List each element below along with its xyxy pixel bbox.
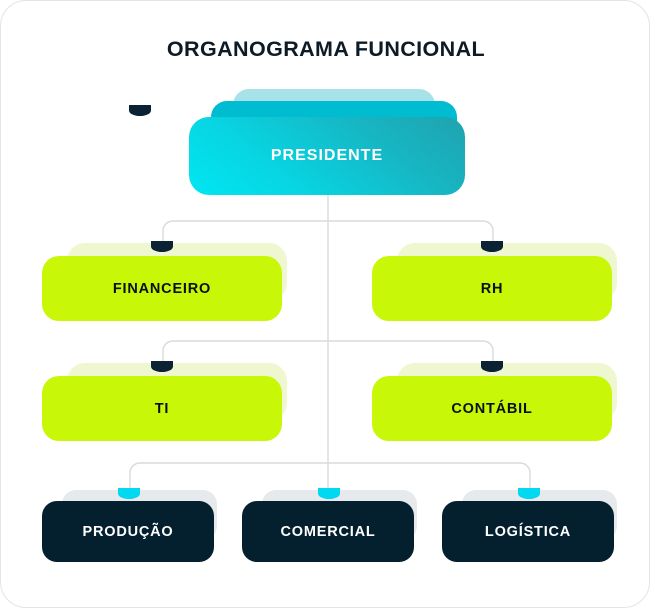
node-label-financeiro: FINANCEIRO	[112, 280, 212, 297]
comercial-card[interactable]: COMERCIAL	[242, 501, 414, 562]
financeiro-card[interactable]: FINANCEIRO	[42, 256, 282, 321]
connector-dot-ti	[151, 361, 173, 372]
connector-dot-comercial	[318, 488, 340, 499]
node-producao[interactable]: PRODUÇÃO	[42, 490, 222, 562]
node-label-ti: TI	[154, 400, 170, 417]
node-presidente[interactable]: PRESIDENTE	[189, 89, 479, 199]
node-label-producao: PRODUÇÃO	[82, 523, 174, 540]
node-label-contabil: CONTÁBIL	[451, 400, 533, 417]
connector-dot-presidente	[129, 105, 151, 116]
ti-card[interactable]: TI	[42, 376, 282, 441]
rh-card[interactable]: RH	[372, 256, 612, 321]
node-label-comercial: COMERCIAL	[280, 523, 376, 540]
connector-dot-logistica	[518, 488, 540, 499]
node-financeiro[interactable]: FINANCEIRO	[42, 243, 287, 321]
connector-dot-rh	[481, 241, 503, 252]
node-label-logistica: LOGÍSTICA	[484, 523, 572, 540]
node-logistica[interactable]: LOGÍSTICA	[442, 490, 622, 562]
node-rh[interactable]: RH	[372, 243, 617, 321]
node-contabil[interactable]: CONTÁBIL	[372, 363, 617, 441]
page-title: ORGANOGRAMA FUNCIONAL	[166, 37, 486, 61]
node-ti[interactable]: TI	[42, 363, 287, 441]
node-label-presidente: PRESIDENTE	[270, 147, 384, 164]
presidente-card[interactable]: PRESIDENTE	[189, 117, 465, 195]
node-comercial[interactable]: COMERCIAL	[242, 490, 422, 562]
connector-dot-contabil	[481, 361, 503, 372]
logistica-card[interactable]: LOGÍSTICA	[442, 501, 614, 562]
node-label-rh: RH	[480, 280, 504, 297]
connector-dot-producao	[118, 488, 140, 499]
producao-card[interactable]: PRODUÇÃO	[42, 501, 214, 562]
connector-dot-financeiro	[151, 241, 173, 252]
contabil-card[interactable]: CONTÁBIL	[372, 376, 612, 441]
